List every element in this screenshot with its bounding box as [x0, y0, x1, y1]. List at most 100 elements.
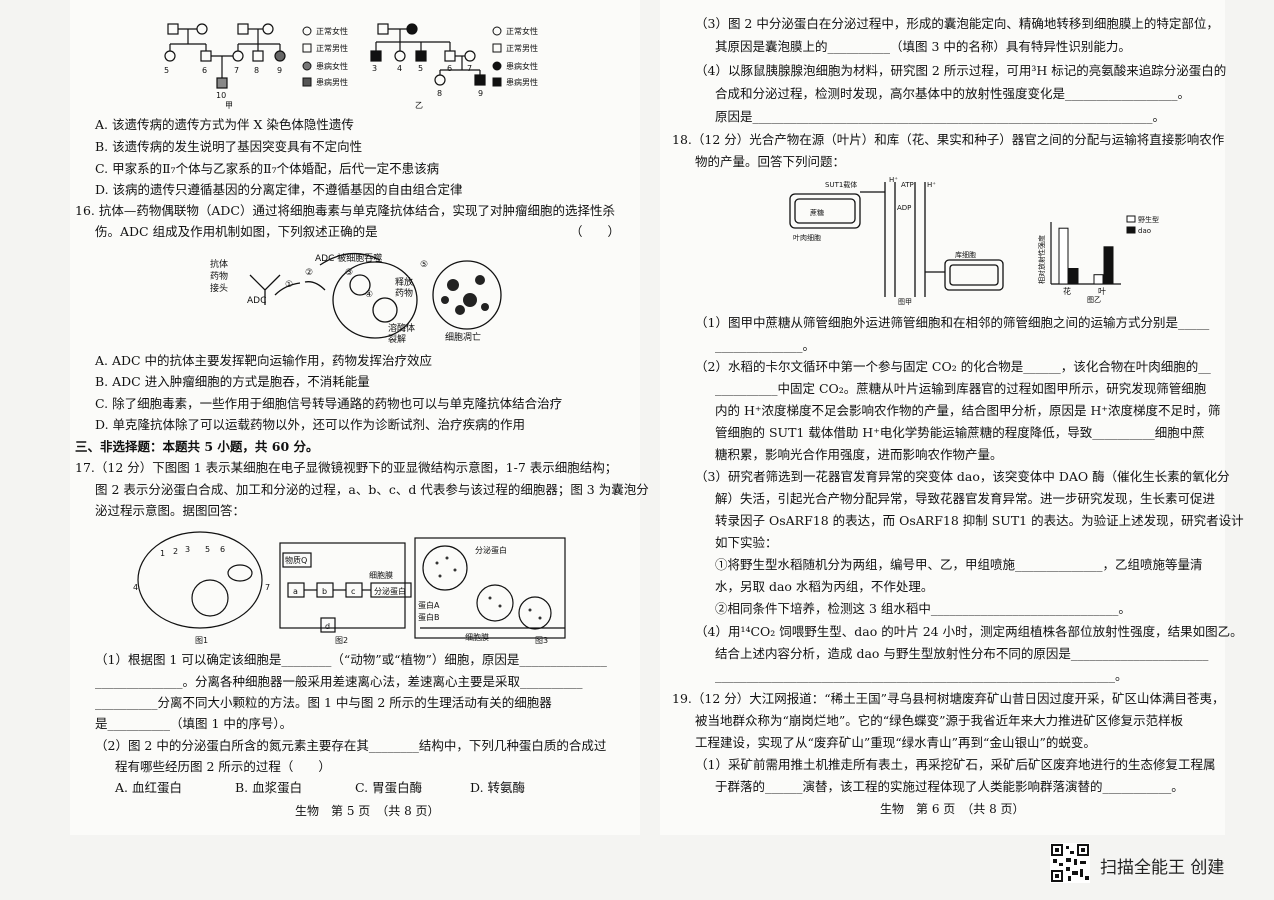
q16-stem: 16. 抗体—药物偶联物（ADC）通过将细胞毒素与单克隆抗体结合，实现了对肿瘤细… — [75, 203, 615, 218]
q18-part3: 转录因子 OsARF18 的表达，而 OsARF18 抑制 SUT1 的表达。为… — [715, 513, 1244, 528]
q18-part2: 内的 H⁺浓度梯度不足会影响农作物的产量，结合图甲分析，原因是 H⁺浓度梯度不足… — [715, 403, 1221, 418]
adc-label: 接头 — [210, 282, 228, 294]
q16-option-d: D. 单克隆抗体除了可以运载药物以外，还可以作为诊断试剂、治疗疾病的作用 — [95, 417, 526, 432]
legend-swatch — [1126, 215, 1136, 223]
pedigree-figure: 5 6 7 8 9 10 3 4 5 6 7 8 9 甲 乙 — [150, 18, 550, 113]
q18-part4: （4）用¹⁴CO₂ 饲喂野生型、dao 的叶片 24 小时，测定两组植株各部位放… — [695, 624, 1243, 639]
step-number: ② — [305, 268, 313, 278]
q17-part1: 是__________（填图 1 中的序号）。 — [95, 716, 293, 731]
figure-caption: 图乙 — [1087, 296, 1101, 304]
fig17-diagrams: 1 2 3 4 5 6 7 物质Q a b c d 细胞膜 分泌蛋白 分泌蛋白 … — [133, 531, 566, 645]
scanner-watermark: 扫描全能王 创建 — [1050, 843, 1250, 883]
legend-label: 患病女性 — [316, 61, 348, 71]
q17-stem: 泌过程示意图。据图回答： — [95, 503, 246, 518]
q17-part1: __________分离不同大小颗粒的方法。图 1 中与图 2 所示的生理活动有… — [95, 695, 552, 710]
pedigree-number: 10 — [216, 91, 226, 100]
step-number: ⑤ — [420, 260, 428, 270]
adc-label: 药物 — [210, 270, 228, 282]
figure-caption: 图甲 — [898, 298, 912, 306]
legend-label: 患病女性 — [506, 61, 538, 71]
q15-option-b: B. 该遗传病的发生说明了基因突变具有不定向性 — [95, 139, 363, 154]
q17-option-a: A. 血红蛋白 — [115, 780, 182, 795]
cell-membrane-label: 细胞膜 — [465, 632, 489, 642]
q17-stem: 图 2 表示分泌蛋白合成、加工和分泌的过程，a、b、c、d 代表参与该过程的细胞… — [95, 482, 649, 497]
organelle-box-label: d — [325, 622, 330, 631]
q17-part2: （2）图 2 中的分泌蛋白所含的氮元素主要存在其________结构中，下列几种… — [95, 738, 607, 753]
q18-part3: ②相同条件下培养，检测这 3 组水稻中_____________________… — [715, 601, 1131, 616]
structure-number: 1 — [160, 549, 165, 558]
q16-option-a: A. ADC 中的抗体主要发挥靶向运输作用，药物发挥治疗效应 — [95, 353, 433, 368]
adc-label: ADC — [247, 296, 266, 306]
adc-label: ADC 被细胞吞噬 — [315, 252, 382, 264]
vesicle-protein-label: 蛋白B — [418, 612, 440, 622]
exam-page-6: （3）图 2 中分泌蛋白在分泌过程中，形成的囊泡能定向、精确地转移到细胞膜上的特… — [660, 0, 1244, 835]
legend-label: 野生型 — [1138, 215, 1159, 224]
pedigree-number: 9 — [478, 89, 483, 98]
bar-dao-叶 — [1103, 246, 1114, 285]
q18-part4: 结合上述内容分析，造成 dao 与野生型放射性分布不同的原因是_________… — [715, 646, 1209, 661]
organelle-box-label: b — [322, 587, 327, 596]
legend-label: 正常女性 — [316, 26, 348, 36]
pedigree-number: 3 — [372, 64, 377, 73]
q18-part4: ________________________________________… — [715, 668, 1128, 683]
cell-structure-figures: 1 2 3 4 5 6 7 物质Q a b c d 细胞膜 分泌蛋白 分泌蛋白 … — [125, 528, 585, 648]
q18-part3: （3）研究者筛选到一花器官发育异常的突变体 dao，该突变体中 DAO 酶（催化… — [695, 469, 1230, 484]
adc-label: 药物 — [395, 287, 413, 299]
q19-stem: 19.（12 分）大江网报道：“稀土王国”寻乌县柯树塘废弃矿山昔日因过度开采，矿… — [672, 691, 1225, 706]
fig18-diagrams: SUT1载体 蔗糖 叶肉细胞 ATP ADP H⁺ H⁺ 库细胞 图甲 — [789, 176, 1004, 306]
pedigree-caption: 甲 — [225, 101, 233, 110]
q15-option-a: A. 该遗传病的遗传方式为伴 X 染色体隐性遗传 — [95, 117, 354, 132]
legend-label: 正常男性 — [316, 43, 348, 53]
q17-part4: 合成和分泌过程，检测时发现，高尔基体中的放射性强度变化是____________… — [715, 86, 1191, 101]
q17-option-c: C. 胃蛋白酶 — [355, 780, 423, 795]
q19-stem: 被当地群众称为“崩岗烂地”。它的“绿色蝶变”源于我省近年来大力推进矿区修复示范样… — [695, 713, 1184, 728]
category-label: 花 — [1063, 286, 1071, 296]
q17-part4: 原因是_____________________________________… — [715, 109, 1166, 124]
pedigree-number: 4 — [397, 64, 402, 73]
adc-diagram: 抗体 药物 接头 ADC ADC 被细胞吞噬 释放 药物 溶酶体 裂解 细胞凋亡… — [210, 252, 502, 345]
step-number: ③ — [345, 268, 353, 278]
q18-part3: 解）失活，引起光合产物分配异常，导致花器官发育异常。进一步研究发现，生长素可促进 — [715, 491, 1216, 506]
q18-part1: （1）图甲中蔗糖从筛管细胞外运进筛管细胞和在相邻的筛管细胞之间的运输方式分别是_… — [695, 315, 1210, 330]
adp-label: ADP — [897, 204, 911, 212]
organelle-box-label: a — [293, 587, 298, 596]
category-label: 叶 — [1098, 287, 1106, 296]
pedigree-number: 8 — [437, 89, 442, 98]
section-heading: 三、非选择题：本题共 5 小题，共 60 分。 — [75, 439, 319, 454]
q16-stem: 伤。ADC 组成及作用机制如图，下列叙述正确的是 — [95, 224, 378, 239]
sucrose-label: 蔗糖 — [810, 208, 824, 217]
figure-caption: 图1 — [195, 636, 208, 645]
membrane-label: 细胞膜 — [369, 570, 393, 580]
q19-stem: 工程建设，实现了从“废弃矿山”重现“绿水青山”再到“金山银山”的蜕变。 — [695, 735, 1096, 750]
photosynthate-transport-figure: SUT1载体 蔗糖 叶肉细胞 ATP ADP H⁺ H⁺ 库细胞 图甲 — [785, 172, 1045, 307]
pedigree-number: 7 — [234, 66, 239, 75]
legend-label: 患病男性 — [316, 77, 348, 87]
mesophyll-label: 叶肉细胞 — [793, 233, 821, 242]
pedigree-number: 6 — [447, 64, 452, 73]
pedigree-number: 8 — [254, 66, 259, 75]
scanner-label: 扫描全能王 创建 — [1100, 858, 1225, 878]
bar-野生型-花 — [1058, 227, 1069, 285]
q17-part1: ______________。分离各种细胞器一般采用差速离心法，差速离心主要是采… — [95, 674, 583, 689]
structure-number: 5 — [205, 545, 210, 554]
secreted-protein-label: 分泌蛋白 — [475, 545, 507, 555]
legend-label: 正常女性 — [506, 26, 538, 36]
q17-part1: （1）根据图 1 可以确定该细胞是________（“动物”或“植物”）细胞，原… — [95, 652, 607, 667]
structure-number: 7 — [265, 583, 270, 592]
pedigree-number: 5 — [418, 64, 423, 73]
q16-option-b: B. ADC 进入肿瘤细胞的方式是胞吞，不消耗能量 — [95, 374, 370, 389]
figure-caption: 图3 — [535, 636, 548, 645]
q18-part1: ______________。 — [715, 338, 816, 353]
q15-option-d: D. 该病的遗传只遵循基因的分离定律，不遵循基因的自由组合定律 — [95, 182, 463, 197]
legend-label: dao — [1138, 227, 1151, 235]
bar-chart-svg: 相对放射性强度 花叶 野生型dao 图乙 — [1037, 215, 1159, 304]
adc-mechanism-figure: 抗体 药物 接头 ADC ADC 被细胞吞噬 释放 药物 溶酶体 裂解 细胞凋亡… — [205, 245, 515, 345]
q17-part3: 其原因是囊泡膜上的__________（填图 3 中的名称）具有特异性识别能力。 — [715, 39, 1131, 54]
matter-q-label: 物质Q — [285, 555, 307, 565]
q16-option-c: C. 除了细胞毒素，一些作用于细胞信号转导通路的药物也可以与单克隆抗体结合治疗 — [95, 396, 563, 411]
h-ion-label: H⁺ — [927, 181, 936, 189]
page-footer: 生物 第 5 页 （共 8 页） — [295, 804, 440, 818]
qr-code-icon — [1050, 843, 1090, 883]
q19-part1: 于群落的______演替，该工程的实施过程体现了人类能影响群落演替的______… — [715, 779, 1184, 794]
q18-part2: 糖积累，影响光合作用强度，进而影响农作物产量。 — [715, 447, 1003, 462]
